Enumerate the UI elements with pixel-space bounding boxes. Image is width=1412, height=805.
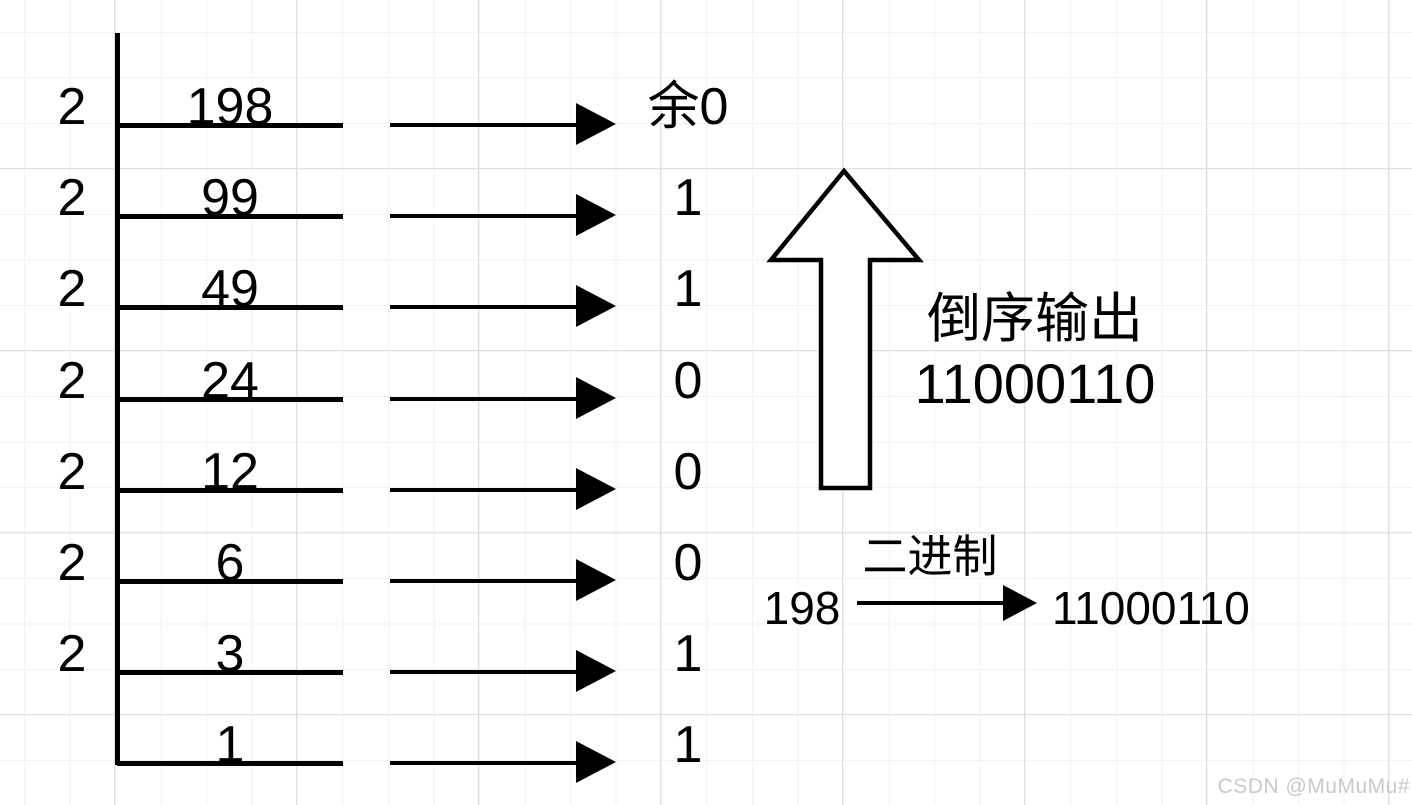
quotient-label: 49: [201, 260, 259, 318]
division-underline: [117, 579, 343, 584]
remainder-arrow-icon: [390, 741, 616, 783]
arrowhead-icon: [576, 650, 616, 692]
quotient-label: 1: [215, 716, 245, 774]
divisor-label: 2: [57, 625, 87, 683]
divisor-label: 2: [57, 534, 87, 592]
remainder-label: 0: [673, 534, 703, 592]
remainder-arrow-icon: [390, 468, 616, 510]
remainder-label: 余0: [647, 78, 729, 136]
reverse-output-caption: 倒序输出: [927, 289, 1143, 349]
division-underline: [117, 761, 343, 766]
divisor-label: 2: [57, 169, 87, 227]
reverse-output-note: 倒序输出 11000110: [905, 288, 1165, 417]
reverse-output-binary: 11000110: [914, 352, 1156, 416]
remainder-arrow-icon: [390, 377, 616, 419]
remainder-arrow-icon: [390, 194, 616, 236]
quotient-label: 198: [186, 78, 274, 136]
arrowhead-icon: [576, 468, 616, 510]
arrowhead-icon: [1003, 585, 1037, 621]
formula-arrow-icon: [857, 585, 1037, 621]
divisor-label: 2: [57, 78, 87, 136]
formula-binary-value: 11000110: [1052, 582, 1250, 634]
arrowhead-icon: [576, 194, 616, 236]
remainder-arrow-icon: [390, 103, 616, 145]
arrowhead-icon: [576, 741, 616, 783]
remainder-arrow-icon: [390, 285, 616, 327]
quotient-label: 3: [215, 625, 245, 683]
remainder-label: 1: [673, 260, 703, 318]
divisor-label: 2: [57, 443, 87, 501]
remainder-arrow-icon: [390, 559, 616, 601]
arrowhead-icon: [576, 377, 616, 419]
quotient-label: 6: [215, 534, 245, 592]
remainder-arrow-icon: [390, 650, 616, 692]
watermark-label: CSDN @MuMuMu#: [1217, 775, 1410, 798]
division-underline: [117, 397, 343, 402]
arrowhead-icon: [576, 103, 616, 145]
formula-conversion-label: 二进制: [862, 531, 998, 582]
division-underline: [117, 305, 343, 310]
division-underline: [117, 670, 343, 675]
arrowhead-icon: [576, 559, 616, 601]
remainder-label: 1: [673, 169, 703, 227]
division-underline: [117, 123, 343, 128]
quotient-label: 24: [201, 352, 259, 410]
remainder-label: 1: [673, 625, 703, 683]
division-underline: [117, 214, 343, 219]
formula-decimal-value: 198: [763, 582, 841, 634]
quotient-label: 99: [201, 169, 259, 227]
quotient-label: 12: [201, 443, 259, 501]
arrowhead-icon: [576, 285, 616, 327]
remainder-label: 1: [673, 716, 703, 774]
remainder-label: 0: [673, 443, 703, 501]
division-underline: [117, 488, 343, 493]
remainder-label: 0: [673, 352, 703, 410]
divisor-label: 2: [57, 352, 87, 410]
divisor-label: 2: [57, 260, 87, 318]
